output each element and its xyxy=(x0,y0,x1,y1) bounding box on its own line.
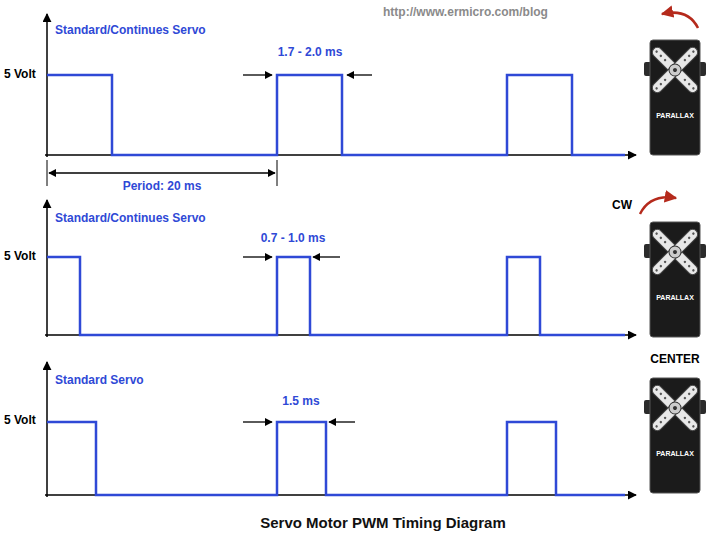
extension-line xyxy=(47,160,48,186)
rotation-arrow xyxy=(640,197,676,214)
dimension-arrow xyxy=(243,421,272,422)
level-label: 5 Volt xyxy=(4,68,36,82)
servo-horn xyxy=(633,28,711,113)
rotation-arrow xyxy=(662,13,698,28)
servo-icon xyxy=(633,28,711,155)
servo-icon xyxy=(633,366,711,493)
level-label: 5 Volt xyxy=(4,414,36,428)
pwm-signal xyxy=(47,257,625,335)
timing-panel xyxy=(45,362,636,497)
extension-line xyxy=(277,160,278,186)
panel-title: Standard/Continues Servo xyxy=(55,24,206,38)
servo-body xyxy=(650,378,700,493)
period-arrow xyxy=(49,172,275,173)
timing-panel xyxy=(45,14,636,157)
brand-label: PARALLAX xyxy=(656,294,694,302)
panel-title: Standard Servo xyxy=(55,374,144,388)
pwm-signal xyxy=(47,422,625,495)
period-label: Period: 20 ms xyxy=(123,180,202,194)
dimension-arrow xyxy=(313,256,340,257)
panel-title: Standard/Continues Servo xyxy=(55,212,206,226)
watermark: http://www.ermicro.com/blog xyxy=(383,6,548,20)
brand-label: PARALLAX xyxy=(656,450,694,458)
servo-icon xyxy=(633,210,711,337)
timing-panel xyxy=(45,200,636,337)
caption: Servo Motor PWM Timing Diagram xyxy=(260,514,506,531)
pulse-width: 1.7 - 2.0 ms xyxy=(278,46,343,60)
dimension-arrow xyxy=(329,421,355,422)
pwm-signal xyxy=(47,75,625,155)
servo-horn xyxy=(633,366,711,451)
y-axis xyxy=(46,362,48,497)
dimension-arrow xyxy=(243,256,272,257)
direction-label: CENTER xyxy=(650,353,699,367)
pulse-width: 0.7 - 1.0 ms xyxy=(261,232,326,246)
dimension-arrow xyxy=(243,74,272,75)
servo-body xyxy=(650,222,700,337)
servo-body xyxy=(650,40,700,155)
level-label: 5 Volt xyxy=(4,250,36,264)
dimension-arrow xyxy=(347,74,372,75)
direction-label: CW xyxy=(612,199,632,213)
brand-label: PARALLAX xyxy=(656,112,694,120)
y-axis xyxy=(46,14,48,157)
servo-horn xyxy=(633,210,711,295)
pulse-width: 1.5 ms xyxy=(282,395,319,409)
y-axis xyxy=(46,200,48,337)
